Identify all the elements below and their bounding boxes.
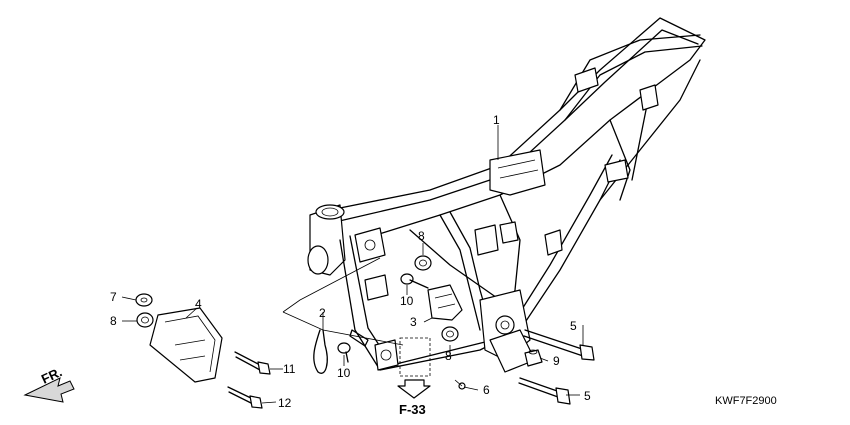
reference-f33-label: F-33 xyxy=(399,402,426,417)
collar-part-8-left xyxy=(136,312,154,328)
drawing-code: KWF7F2900 xyxy=(715,395,777,407)
callout-5-upper: 5 xyxy=(570,319,577,333)
bolt-part-5-lower xyxy=(518,377,571,405)
bolt-part-11 xyxy=(234,351,271,375)
callout-8-lower: 8 xyxy=(445,349,452,363)
leader-lines xyxy=(121,125,584,404)
callout-5-lower: 5 xyxy=(584,389,591,403)
bracket-part-3 xyxy=(427,284,463,321)
callout-6: 6 xyxy=(483,383,490,397)
pin-part-6 xyxy=(454,379,466,390)
callout-4: 4 xyxy=(195,297,202,311)
bolt-part-10-lower xyxy=(337,342,351,363)
callout-9: 9 xyxy=(553,354,560,368)
guard-plate-part-4 xyxy=(149,307,223,383)
callout-12: 12 xyxy=(278,396,292,410)
bolt-part-12 xyxy=(227,386,263,409)
frame-body xyxy=(307,17,706,373)
bolt-part-10-upper xyxy=(400,273,429,289)
nut-part-7 xyxy=(135,293,153,307)
callout-3: 3 xyxy=(410,315,417,329)
front-direction-arrow xyxy=(23,377,75,403)
nut-part-9 xyxy=(524,349,543,367)
collar-part-8-upper xyxy=(414,255,432,271)
callout-7: 7 xyxy=(110,290,117,304)
callout-11: 11 xyxy=(283,362,296,376)
callout-2: 2 xyxy=(319,306,326,320)
reference-dashed-box xyxy=(399,337,431,377)
callout-10-lower: 10 xyxy=(337,366,351,380)
callout-1: 1 xyxy=(493,113,500,127)
collar-part-8-lower xyxy=(441,326,459,342)
bolt-part-5-upper xyxy=(523,329,595,361)
callout-8-left: 8 xyxy=(110,314,117,328)
front-direction-label: FR. xyxy=(39,364,64,386)
callout-10-upper: 10 xyxy=(400,294,414,308)
reference-arrow xyxy=(397,379,431,399)
clamp-part-2 xyxy=(313,329,369,374)
callout-8-upper: 8 xyxy=(418,229,425,243)
